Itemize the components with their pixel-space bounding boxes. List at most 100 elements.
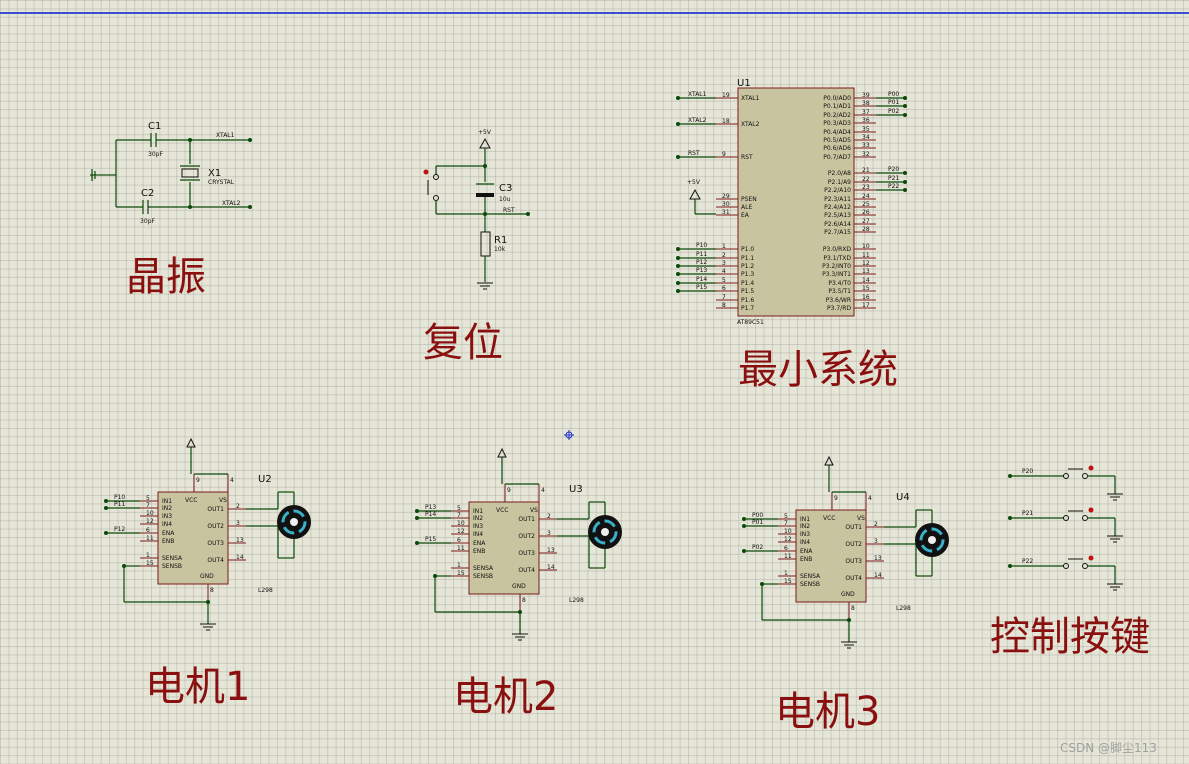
mcu-net-label: P14: [696, 276, 707, 283]
driver-pin-num: 6: [784, 545, 788, 552]
driver-pin-name: OUT3: [207, 540, 224, 547]
driver-pin-num: 3: [236, 520, 240, 527]
section-title-motor1: 电机1: [145, 664, 250, 710]
driver-pin-num: 12: [784, 536, 792, 543]
cursor-crosshair: [564, 430, 574, 440]
mcu-pin-num: 31: [722, 209, 730, 216]
mcu-pin-num: 37: [862, 109, 870, 116]
mcu-pin-name: P3.3/INT1: [822, 271, 851, 278]
driver-pin-num: 6: [457, 537, 461, 544]
mcu-right-pins: 39P0.0/AD038P0.1/AD137P0.2/AD236P0.3/AD3…: [822, 92, 876, 312]
watermark: CSDN @脚尘113: [1060, 740, 1157, 755]
mcu-pin-name: P1.4: [741, 280, 754, 287]
crystal-circuit: C1 30pF C2 30pF X1 CRYSTAL XTAL1 XTAL2: [90, 121, 252, 225]
driver-pin-num: 2: [874, 521, 878, 528]
mcu-pin-num: 10: [862, 243, 870, 250]
mcu-pin-num: 19: [722, 92, 730, 99]
c3-ref: C3: [499, 183, 512, 194]
driver-pin-name: IN3: [162, 513, 172, 520]
mcu-pin-name: RST: [741, 154, 753, 161]
mcu-pin-name: P0.1/AD1: [823, 103, 851, 110]
driver-pin-name: IN2: [473, 515, 483, 522]
mcu-pin-name: P2.1/A9: [828, 179, 851, 186]
driver-pin-num: 15: [784, 578, 792, 585]
mcu-pin-name: P3.2/INT0: [822, 263, 851, 270]
mcu-pin-name: P1.3: [741, 271, 754, 278]
mcu-pin-name: P2.0/A8: [828, 170, 851, 177]
driver-pin-name: ENA: [473, 540, 486, 547]
driver-pin-name: OUT4: [518, 567, 535, 574]
driver-pin-num: 3: [874, 538, 878, 545]
button-indicator-icon: [1088, 507, 1094, 513]
driver-input-label: P10: [114, 494, 125, 501]
mcu-pin-num: 38: [862, 100, 870, 107]
driver-input-label: P14: [425, 511, 436, 518]
mcu-pin-num: 5: [722, 277, 726, 284]
driver-pin-num: 4: [868, 495, 872, 502]
c3-value: 10u: [499, 196, 511, 203]
driver-pin-num: 8: [210, 587, 214, 594]
button-net-label: P20: [1022, 468, 1033, 475]
driver-pin-num: 2: [547, 513, 551, 520]
driver-pin-name: IN3: [800, 531, 810, 538]
mcu-pin-name: P3.7/RD: [827, 305, 851, 312]
driver-pin-name: OUT1: [207, 506, 224, 513]
mcu-pin-name: P0.3/AD3: [823, 120, 851, 127]
section-title-crystal: 晶振: [126, 254, 206, 300]
driver-pin-num: 9: [196, 477, 200, 484]
driver-pin-name: OUT1: [845, 524, 862, 531]
mcu-pin-num: 25: [862, 201, 870, 208]
mcu-net-label: P01: [888, 99, 899, 106]
mcu-pin-num: 34: [862, 134, 870, 141]
rst-net-label: RST: [503, 207, 515, 214]
mcu-pin-num: 26: [862, 209, 870, 216]
mcu-pin-num: 9: [722, 151, 726, 158]
driver-part: L298: [569, 597, 584, 604]
mcu-pin-num: 24: [862, 193, 870, 200]
driver-pin-name: SENSB: [800, 581, 820, 588]
mcu-pin-name: P2.7/A15: [824, 229, 851, 236]
driver-input-label: P02: [752, 544, 763, 551]
mcu-pin-name: EA: [741, 212, 750, 219]
driver-pin-num: 8: [522, 597, 526, 604]
sheet-border-line: [0, 12, 1189, 14]
reset-circuit: +5V C3 10u RST R1 10k: [423, 129, 530, 290]
mcu-pin-num: 8: [722, 302, 726, 309]
driver-ref: U3: [569, 484, 583, 495]
mcu-pin-name: P0.0/AD0: [823, 95, 851, 102]
mcu-pin-num: 36: [862, 117, 870, 124]
driver-pin-num: 4: [230, 477, 234, 484]
x1-ref: X1: [208, 168, 221, 179]
driver-pin-name: OUT2: [845, 541, 862, 548]
driver-pin-name: ENA: [800, 548, 813, 555]
driver-pin-num: 15: [457, 570, 465, 577]
driver-pin-num: 9: [834, 495, 838, 502]
mcu-pin-num: 1: [722, 243, 726, 250]
mcu-net-label: P22: [888, 183, 899, 190]
driver-part: L298: [258, 587, 273, 594]
driver-pin-num: 5: [784, 513, 788, 520]
driver-pin-num: 7: [784, 520, 788, 527]
mcu-pin-name: PSEN: [741, 196, 757, 203]
mcu-pin-name: P1.2: [741, 263, 754, 270]
c2-ref: C2: [141, 188, 154, 199]
mcu-pin-num: 4: [722, 268, 726, 275]
reset-supply-label: +5V: [478, 129, 492, 136]
driver-pin-name: GND: [200, 573, 214, 580]
driver-input-label: P01: [752, 519, 763, 526]
mcu-pin-name: P0.7/AD7: [823, 154, 851, 161]
driver-pin-name: IN1: [473, 508, 483, 515]
mcu-net-label: XTAL1: [688, 91, 707, 98]
button-net-label: P21: [1022, 510, 1033, 517]
driver-pin-name: OUT1: [518, 516, 535, 523]
section-title-buttons: 控制按键: [990, 614, 1150, 660]
driver-pin-num: 12: [146, 518, 154, 525]
driver-pin-name: VS: [219, 497, 227, 504]
